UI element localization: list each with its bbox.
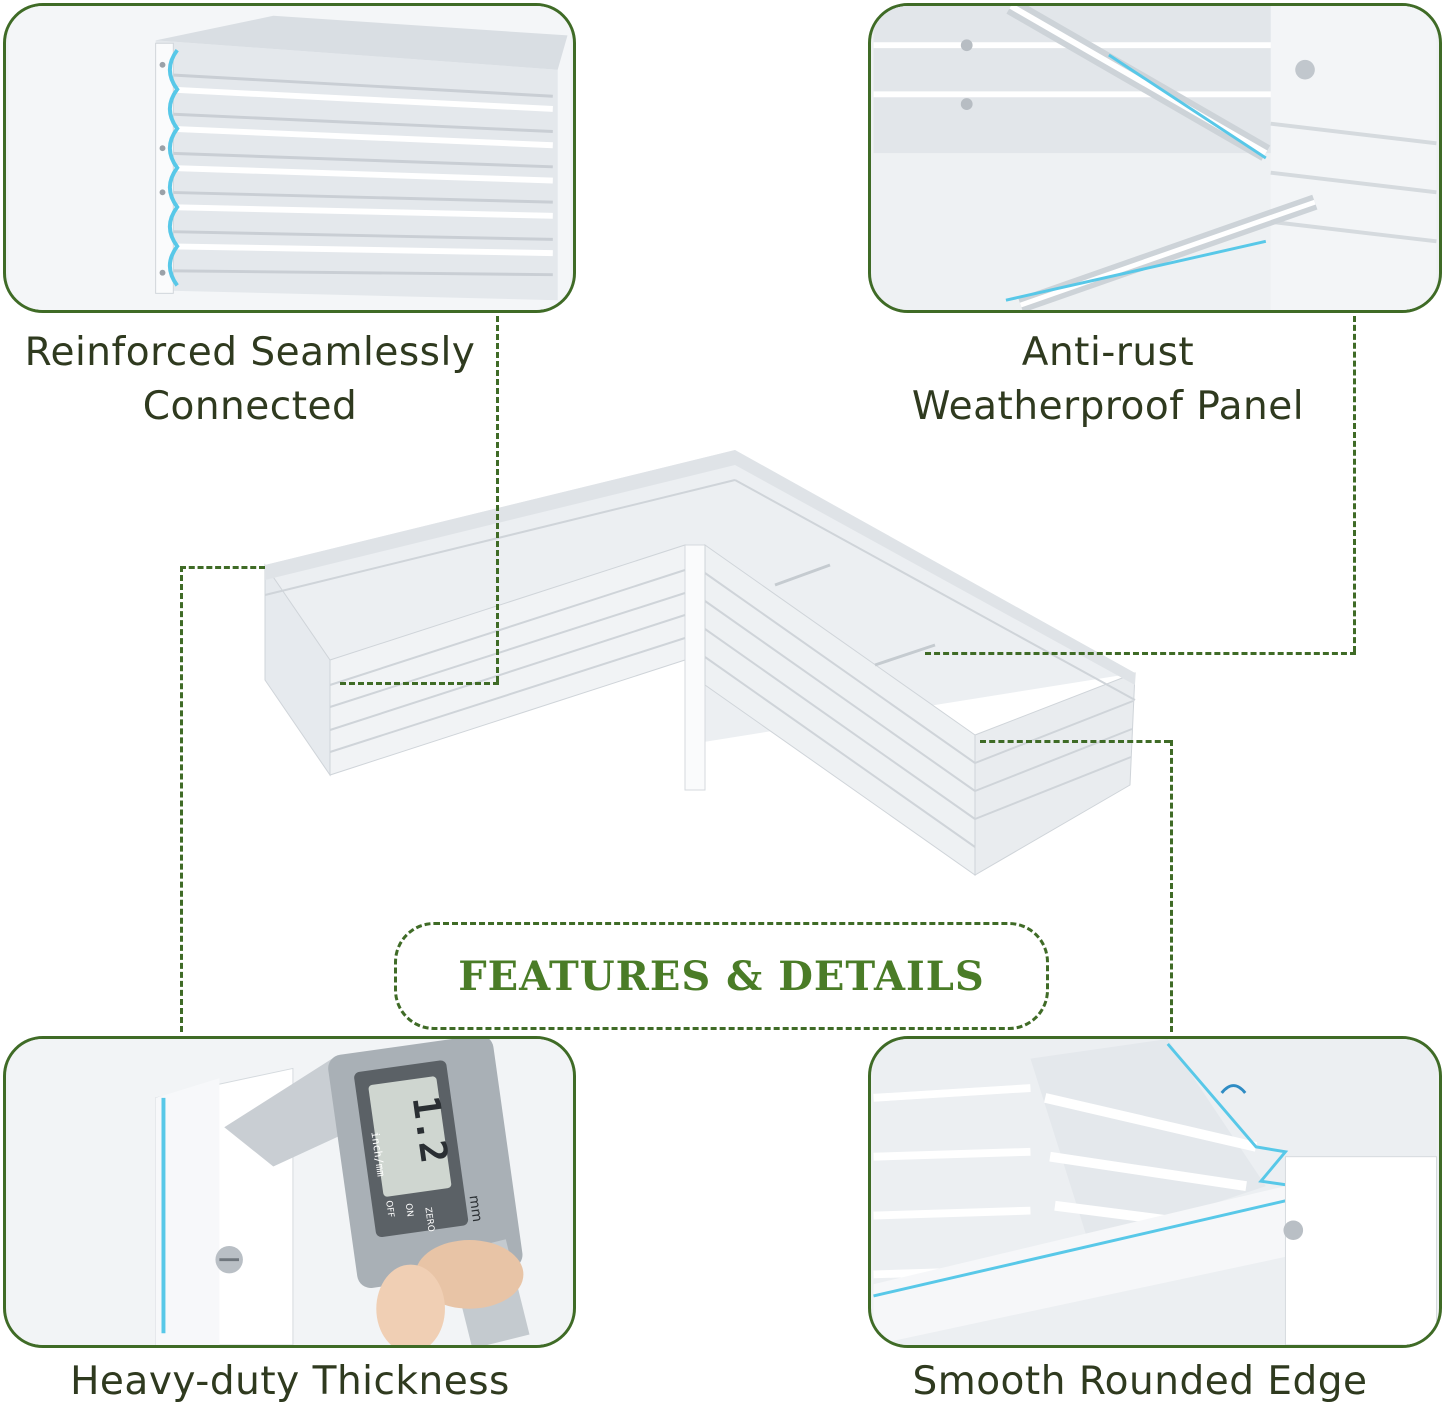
connector-edge-vertical: [1170, 740, 1173, 1032]
caption-edge: Smooth Rounded Edge: [880, 1355, 1400, 1409]
connector-thickness-vertical: [180, 566, 183, 1032]
caption-thickness-line1: Heavy-duty Thickness: [70, 1359, 510, 1404]
caliper-units-label: inch/mm: [368, 1131, 387, 1178]
connector-rust-vertical: [1353, 316, 1356, 652]
connector-thickness-horizontal: [180, 566, 265, 569]
l-shaped-raised-bed-image: [255, 445, 1145, 885]
feature-panel-rust: [868, 3, 1442, 313]
caption-thickness: Heavy-duty Thickness: [40, 1355, 540, 1409]
feature-panel-thickness: inch/mm 1.2 mm OFF ON ZERO: [3, 1036, 576, 1348]
caption-seam: Reinforced Seamlessly Connected: [0, 326, 500, 434]
caption-seam-line1: Reinforced Seamlessly: [24, 330, 476, 375]
connector-rust-horizontal: [925, 652, 1356, 655]
caption-rust-line2: Weatherproof Panel: [911, 384, 1305, 429]
caliper-closeup-image: inch/mm 1.2 mm OFF ON ZERO: [8, 1039, 571, 1345]
feature-panel-seam: [3, 3, 576, 313]
caliper-reading: 1.2: [404, 1093, 457, 1166]
caliper-off-label: OFF: [383, 1200, 395, 1218]
caliper-zero-label: ZERO: [422, 1207, 435, 1233]
caption-rust-line1: Anti-rust: [1021, 330, 1195, 375]
caption-rust: Anti-rust Weatherproof Panel: [880, 326, 1336, 434]
feature-panel-edge: [868, 1036, 1442, 1348]
connector-seam-vertical: [496, 316, 499, 682]
connector-seam-horizontal: [340, 682, 499, 685]
rust-closeup-image: [873, 6, 1437, 310]
caption-seam-line2: Connected: [142, 384, 358, 429]
rounded-edge-closeup-image: [873, 1039, 1437, 1345]
seam-closeup-image: [8, 6, 571, 310]
features-title-box: FEATURES & DETAILS: [394, 922, 1049, 1030]
features-title: FEATURES & DETAILS: [458, 952, 985, 1000]
connector-edge-horizontal: [980, 740, 1170, 743]
caliper-on-label: ON: [403, 1203, 415, 1218]
caption-edge-line1: Smooth Rounded Edge: [912, 1359, 1368, 1404]
caliper-unit-label: mm: [466, 1194, 486, 1223]
